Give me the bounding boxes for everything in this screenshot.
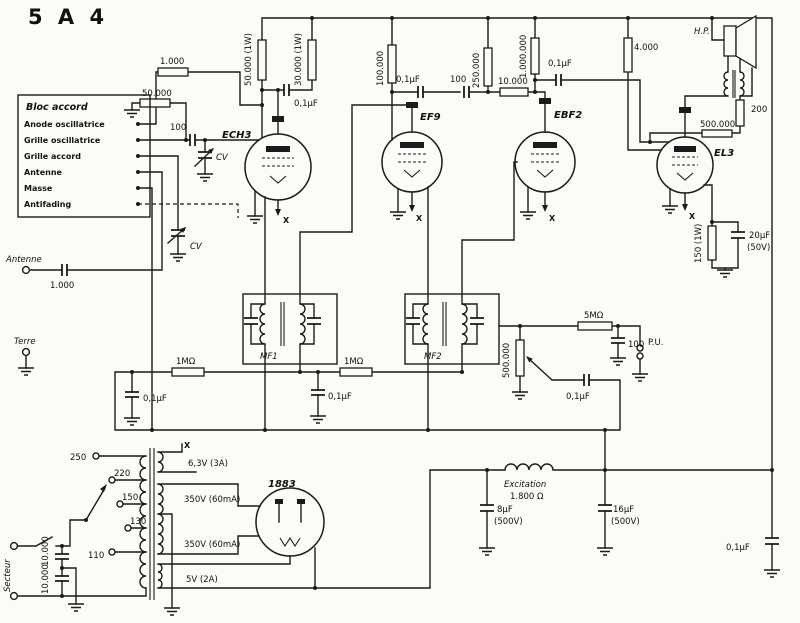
if-transformer-mf1 bbox=[242, 293, 338, 365]
resistor-200-label: 200 bbox=[751, 105, 767, 115]
volume-pot-label: 500.000 bbox=[502, 343, 512, 378]
resistor-10k-label: 10.000 bbox=[498, 77, 528, 87]
excitation-ohms-label: 1.800 Ω bbox=[510, 492, 544, 502]
tube-ebf2 bbox=[514, 98, 576, 193]
cap-16uf-label: 16µF bbox=[613, 505, 634, 515]
tap-150-label: 150 bbox=[122, 493, 138, 503]
cap-20uf-label: 20µF bbox=[749, 231, 770, 241]
resistor-100k-label: 100.000 bbox=[376, 51, 386, 86]
hv-winding-2-label: 350V (60mA) bbox=[184, 540, 240, 550]
resistor-50k-1w-label: 50.000 (1W) bbox=[244, 33, 254, 86]
capacitor-plates bbox=[55, 74, 779, 582]
resistor-1k-label: 1.000 bbox=[160, 57, 184, 67]
tube-ech3-label: ECH3 bbox=[222, 130, 252, 141]
hv-winding-1-label: 350V (60mA) bbox=[184, 495, 240, 505]
mf1-label: MF1 bbox=[260, 352, 278, 362]
heater-x-ebf2: X bbox=[549, 214, 556, 223]
resistor-1meg-a-label: 1MΩ bbox=[176, 357, 196, 367]
page-title: 5 A 4 bbox=[28, 5, 108, 29]
bloc-pin-antenne: Antenne bbox=[24, 168, 63, 177]
tube-1883-rectifier bbox=[255, 487, 325, 557]
cap-01-avc1-label: 0,1µF bbox=[143, 394, 167, 404]
speaker-hp bbox=[723, 14, 757, 98]
bloc-pin-grille-accord: Grille accord bbox=[24, 152, 81, 161]
resistor-500k-label: 500.000 bbox=[700, 120, 735, 130]
cap-8uf-voltage: (500V) bbox=[494, 517, 523, 527]
mains-label: Secteur bbox=[3, 559, 13, 592]
cap-8uf-label: 8µF bbox=[497, 505, 513, 515]
tap-220-label: 220 bbox=[114, 469, 130, 479]
tube-ebf2-label: EBF2 bbox=[554, 110, 582, 121]
power-transformer bbox=[139, 448, 164, 600]
antenna-label: Antenne bbox=[5, 255, 42, 265]
resistor-4k-label: 4.000 bbox=[634, 43, 658, 53]
cap-20uf-voltage: (50V) bbox=[747, 243, 770, 253]
excitation-label: Excitation bbox=[504, 480, 546, 490]
cap-01-output-label: 0,1µF bbox=[726, 543, 750, 553]
tap-110-label: 110 bbox=[88, 551, 104, 561]
bloc-pin-antifading: Antifading bbox=[24, 200, 71, 209]
heater-63v-label: 6,3V (3A) bbox=[188, 459, 228, 469]
cv1-label: CV bbox=[216, 153, 229, 163]
cap-100-osc-label: 100 bbox=[170, 123, 186, 133]
cap-01-ebf2-label: 0,1µF bbox=[548, 59, 572, 69]
tube-ef9-label: EF9 bbox=[420, 112, 441, 123]
heater-x-ef9: X bbox=[416, 214, 423, 223]
heater-x-winding: X bbox=[184, 441, 191, 450]
bloc-pin-anode-osc: Anode oscillatrice bbox=[24, 120, 105, 129]
bloc-pin-masse: Masse bbox=[24, 184, 53, 193]
cap-01-det-label: 0,1µF bbox=[566, 392, 590, 402]
mains-cap-2-label: 10.000 bbox=[41, 564, 51, 594]
heater-x-el3: X bbox=[689, 212, 696, 221]
tube-grid-lines bbox=[262, 153, 698, 167]
cv2-label: CV bbox=[190, 242, 203, 252]
cap-01-ef9-label: 0,1µF bbox=[396, 75, 420, 85]
bloc-title: Bloc accord bbox=[26, 102, 88, 113]
antifading-dashed-wire bbox=[138, 203, 239, 218]
resistor-50k-label: 50.000 bbox=[142, 89, 172, 99]
tap-130-label: 130 bbox=[130, 517, 146, 527]
tube-ef9 bbox=[381, 102, 443, 193]
speaker-label: H.P. bbox=[694, 27, 710, 37]
resistor-5meg-label: 5MΩ bbox=[584, 311, 604, 321]
tube-ech3 bbox=[244, 116, 312, 201]
bloc-pin-grille-osc: Grille oscillatrice bbox=[24, 136, 101, 145]
terminals bbox=[9, 265, 644, 601]
mf2-label: MF2 bbox=[424, 352, 442, 362]
antenna-cap-label: 1.000 bbox=[50, 281, 74, 291]
tube-cathodes bbox=[269, 169, 694, 184]
cap-100-ebf2-label: 100 bbox=[450, 75, 466, 85]
tube-el3-label: EL3 bbox=[714, 148, 734, 159]
pickup-label: P.U. bbox=[648, 338, 663, 348]
if-transformer-mf2 bbox=[404, 293, 500, 365]
cap-01-avc2-label: 0,1µF bbox=[328, 392, 352, 402]
cap-100-det-label: 100 bbox=[628, 340, 644, 350]
resistor-30k-1w-label: 30.000 (1W) bbox=[294, 33, 304, 86]
wires bbox=[16, 17, 773, 609]
filament-5v-label: 5V (2A) bbox=[186, 575, 218, 585]
field-coil-excitation bbox=[504, 463, 554, 471]
arrowheads bbox=[100, 148, 688, 492]
tap-250-label: 250 bbox=[70, 453, 86, 463]
resistor-1meg-label: 1.000.000 bbox=[519, 35, 529, 78]
cap-01-ech3-label: 0,1µF bbox=[294, 99, 318, 109]
resistor-250k-label: 250.000 bbox=[472, 53, 482, 88]
mains-cap-1-label: 10.000 bbox=[41, 536, 51, 566]
resistors bbox=[139, 37, 745, 377]
earth-label: Terre bbox=[14, 337, 36, 347]
bloc-accord-box bbox=[17, 94, 151, 218]
tube-1883-label: 1883 bbox=[268, 479, 296, 490]
cap-16uf-voltage: (500V) bbox=[611, 517, 640, 527]
resistor-1meg-b-label: 1MΩ bbox=[344, 357, 364, 367]
resistor-150-label: 150 (1W) bbox=[694, 224, 704, 263]
heater-x-ech3: X bbox=[283, 216, 290, 225]
tube-el3 bbox=[656, 107, 714, 194]
